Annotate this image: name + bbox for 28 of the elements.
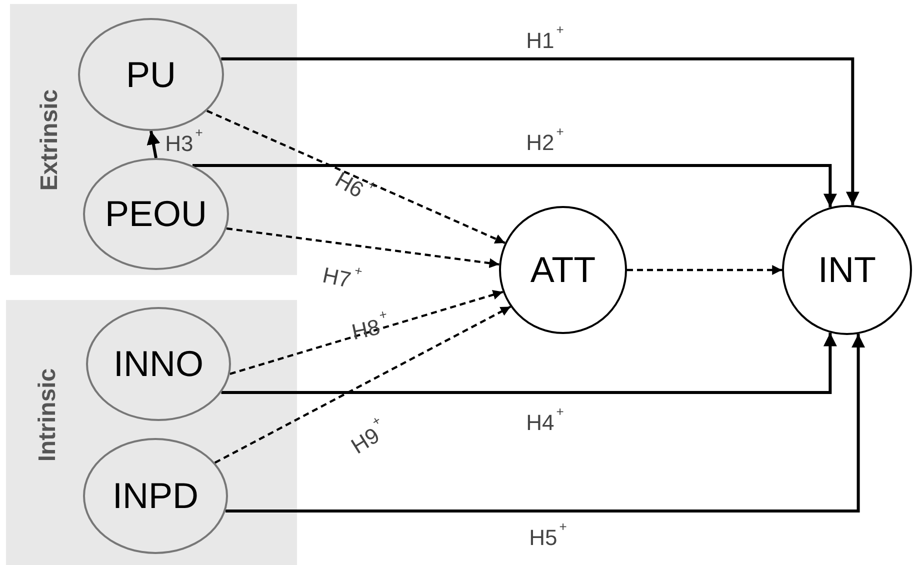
arrow: [192, 164, 837, 208]
edge-label: H8$^{+}$: [348, 306, 390, 346]
edge-label: H4$^{+}$: [526, 404, 564, 436]
arrow: [226, 334, 866, 512]
group-panel: [10, 4, 297, 275]
arrow: [221, 332, 837, 394]
dashed-arrow: [230, 290, 504, 375]
edge-label: H3$^{+}$: [165, 125, 203, 157]
group-label: Intrinsic: [34, 368, 62, 462]
edge-label: H1$^{+}$: [526, 22, 564, 54]
group-panel: [6, 300, 297, 565]
dashed-arrow: [206, 110, 506, 244]
edge-label: H2$^{+}$: [526, 124, 564, 156]
arrow: [146, 130, 160, 158]
construct-label: INPD: [112, 475, 198, 517]
edge-label: H6$^{+}$: [330, 166, 380, 205]
edge-label: H5$^{+}$: [529, 519, 567, 551]
construct-label: ATT: [530, 249, 596, 291]
group-label: Extrinsic: [36, 89, 64, 191]
edge-label: H7$^{+}$: [320, 261, 364, 295]
dashed-arrow: [214, 306, 512, 464]
arrow: [221, 57, 860, 206]
construct-label: PU: [126, 54, 176, 96]
dashed-arrow: [627, 265, 782, 275]
dashed-arrow: [226, 227, 500, 268]
construct-label: PEOU: [104, 193, 208, 235]
construct-label: INT: [818, 249, 876, 291]
construct-label: INNO: [114, 343, 204, 385]
